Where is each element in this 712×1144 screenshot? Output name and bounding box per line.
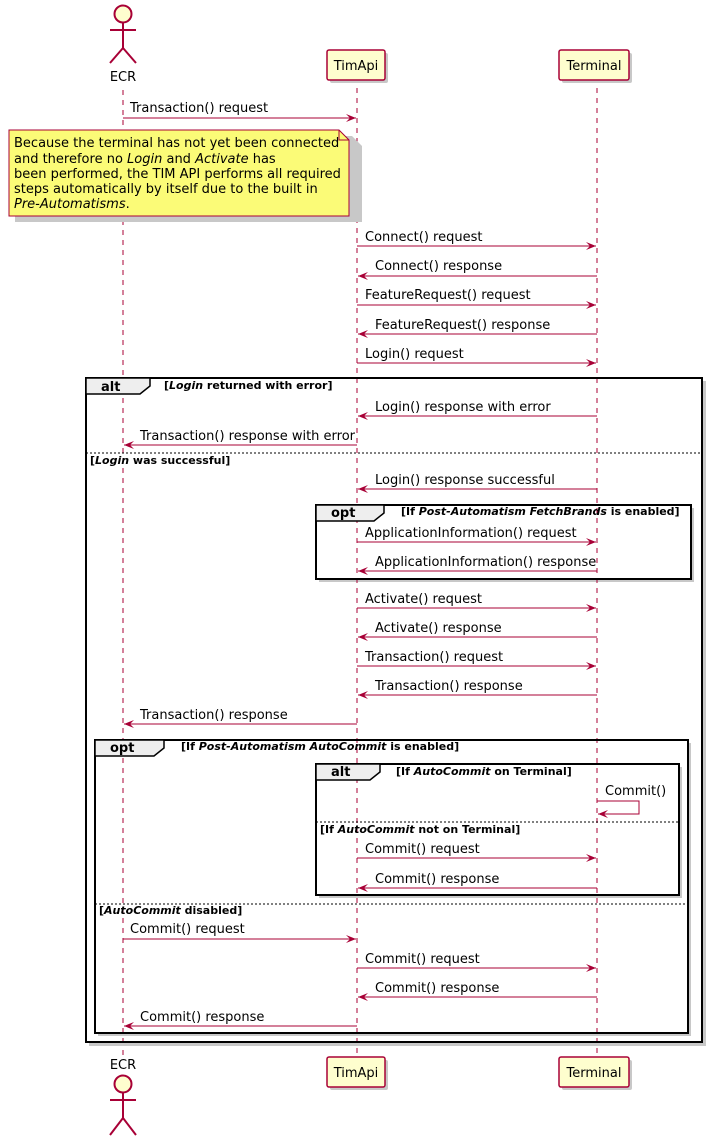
svg-text:Commit() response: Commit() response [140,1010,264,1025]
message-applicationinformation-response: ApplicationInformation() response [358,555,597,575]
message-connect-request: Connect() request [357,230,596,250]
svg-text:Commit() request: Commit() request [365,952,480,967]
actor-ecr-label: ECR [110,70,136,85]
note-pre-automatisms: Because the terminal has not yet been co… [8,129,362,222]
svg-text:Transaction() request: Transaction() request [364,650,503,665]
participant-terminal-bottom: Terminal [558,1056,632,1090]
svg-text:alt: alt [331,765,350,780]
participant-terminal-top: Terminal [558,49,632,83]
message-activate-request: Activate() request [357,592,596,612]
svg-text:ApplicationInformation() reque: ApplicationInformation() request [365,526,577,541]
svg-text:Commit(): Commit() [605,784,666,799]
message-commit-response-alt: Commit() response [358,872,597,892]
svg-text:[If Post-Automatism AutoCommit: [If Post-Automatism AutoCommit is enable… [181,740,459,753]
svg-text:[AutoCommit disabled]: [AutoCommit disabled] [99,904,242,917]
svg-text:Login() response with error: Login() response with error [375,400,551,415]
participant-terminal-label-bottom: Terminal [566,1066,622,1081]
svg-text:[If AutoCommit on Terminal]: [If AutoCommit on Terminal] [396,765,572,778]
svg-text:Login() response successful: Login() response successful [375,473,555,488]
svg-text:[Login was successful]: [Login was successful] [90,454,230,467]
svg-text:Transaction() response: Transaction() response [374,679,523,694]
message-commit-self: Commit() [597,784,666,818]
message-commit-response-ecr: Commit() response [124,1010,357,1030]
svg-text:Commit() response: Commit() response [375,981,499,996]
svg-text:alt: alt [101,380,120,395]
svg-text:Commit() request: Commit() request [365,842,480,857]
message-transaction-response-ecr: Transaction() response [124,708,357,728]
actor-ecr-bottom: ECR [109,1058,137,1136]
message-login-response-successful: Login() response successful [358,473,597,493]
fragment-opt-autocommit: opt [If Post-Automatism AutoCommit is en… [94,739,689,1034]
fragment-opt-fetchbrands: opt [If Post-Automatism FetchBrands is e… [315,504,692,580]
message-login-request: Login() request [357,347,596,367]
participant-terminal-label: Terminal [566,59,622,74]
actor-ecr-label-bottom: ECR [110,1058,136,1073]
message-login-response-error: Login() response with error [358,400,597,420]
svg-text:steps automatically by itself: steps automatically by itself due to the… [14,182,318,197]
actor-ecr-top: ECR [109,4,137,85]
svg-text:Transaction() response: Transaction() response [139,708,288,723]
svg-text:Login() request: Login() request [365,347,464,362]
message-transaction-response-terminal: Transaction() response [358,679,597,699]
message-transaction-request-1: Transaction() request [123,101,356,122]
fragment-alt-login-frame: alt [Login returned with error] [Login w… [85,377,703,1043]
svg-text:Transaction() response with er: Transaction() response with error [139,429,356,444]
svg-text:Activate() request: Activate() request [365,592,482,607]
svg-text:[If AutoCommit not on Terminal: [If AutoCommit not on Terminal] [320,823,520,836]
message-transaction-response-error: Transaction() response with error [124,429,357,449]
svg-text:Connect() response: Connect() response [375,259,502,274]
message-featurerequest-response: FeatureRequest() response [358,318,597,338]
message-applicationinformation-request: ApplicationInformation() request [357,526,596,546]
message-commit-request-alt: Commit() request [357,842,596,862]
svg-text:ApplicationInformation() respo: ApplicationInformation() response [375,555,596,570]
svg-text:opt: opt [110,741,134,756]
participant-timapi-bottom: TimApi [326,1056,388,1090]
svg-text:Because the terminal has not y: Because the terminal has not yet been co… [14,136,339,151]
fragment-alt-autocommit: alt [If AutoCommit on Terminal] [If Auto… [315,763,680,896]
svg-text:and therefore no Login and Act: and therefore no Login and Activate has [14,152,276,167]
svg-text:Pre-Automatisms.: Pre-Automatisms. [14,197,130,212]
svg-text:Connect() request: Connect() request [365,230,482,245]
svg-text:been performed, the TIM API pe: been performed, the TIM API performs all… [14,167,341,182]
svg-text:[Login returned with error]: [Login returned with error] [164,379,332,392]
participant-timapi-label-bottom: TimApi [333,1066,379,1081]
svg-text:FeatureRequest() request: FeatureRequest() request [365,288,531,303]
message-transaction-request-2: Transaction() request [357,650,596,670]
fragment-alt-autocommit-bg [316,764,682,898]
svg-text:Commit() response: Commit() response [375,872,499,887]
svg-text:FeatureRequest() response: FeatureRequest() response [375,318,550,333]
svg-text:opt: opt [331,506,355,521]
participant-timapi-top: TimApi [326,49,388,83]
svg-text:[If Post-Automatism FetchBrand: [If Post-Automatism FetchBrands is enabl… [401,505,680,518]
message-featurerequest-request: FeatureRequest() request [357,288,596,309]
participant-timapi-label: TimApi [333,59,379,74]
svg-text:Transaction() request: Transaction() request [129,101,268,116]
message-commit-response-terminal: Commit() response [358,981,597,1001]
svg-text:Activate() response: Activate() response [375,621,502,636]
message-commit-request-ecr: Commit() request [123,922,356,943]
message-connect-response: Connect() response [358,259,597,280]
message-activate-response: Activate() response [358,621,597,641]
svg-text:Commit() request: Commit() request [130,922,245,937]
message-commit-request-timapi: Commit() request [357,952,596,972]
